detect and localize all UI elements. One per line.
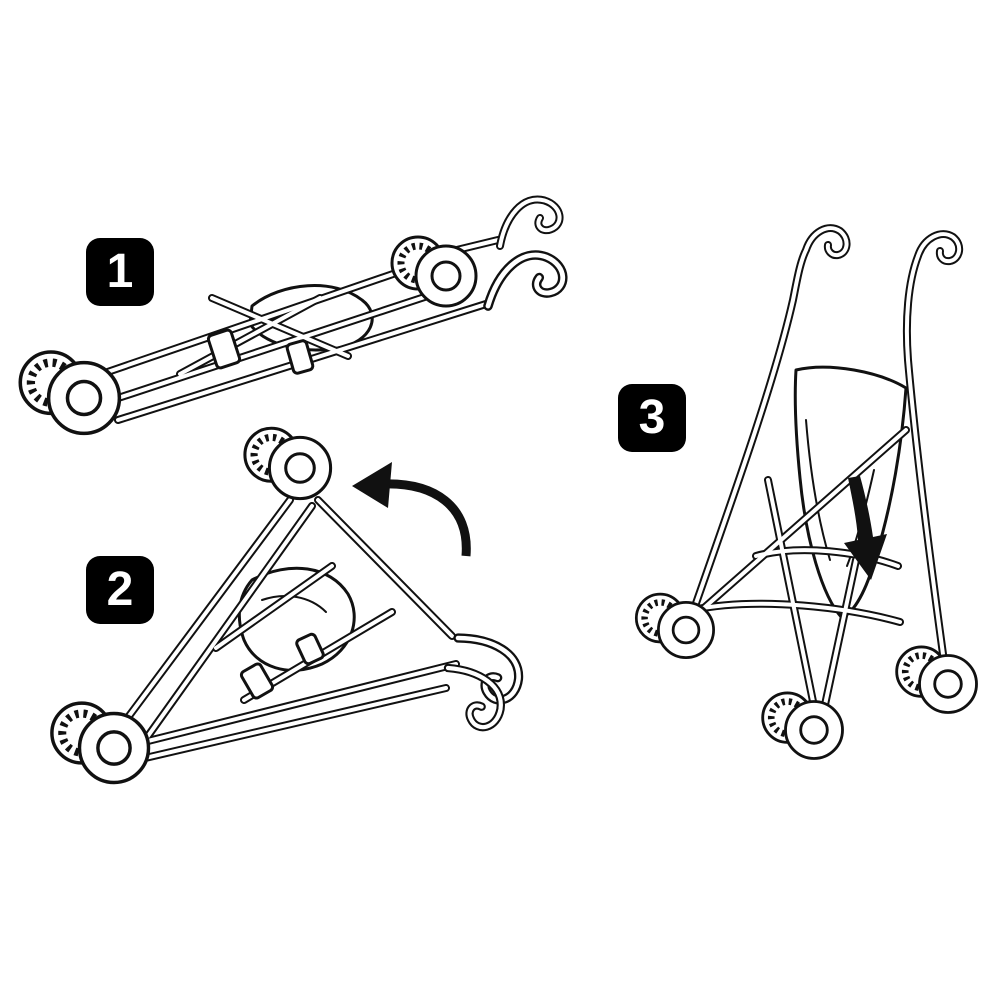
step-2-illustration: [52, 428, 524, 782]
frame-hinge: [206, 328, 242, 370]
lifted-wheel-pair: [245, 428, 331, 498]
press-down-arrow-icon: [844, 476, 887, 580]
frame-hinge: [295, 632, 325, 666]
step-3-badge: 3: [618, 384, 686, 452]
step-3-illustration: [636, 228, 976, 758]
handle-hooks: [487, 191, 570, 331]
right-wheel-pair: [897, 647, 977, 713]
frame-hinge: [239, 662, 275, 700]
step-1-number: 1: [106, 245, 134, 298]
curved-rotate-arrow-icon: [352, 462, 471, 557]
handle-hooks: [436, 636, 524, 730]
step-1-illustration: [20, 191, 569, 433]
rear-wheel-pair: [20, 352, 119, 433]
front-left-wheel-pair: [636, 594, 713, 657]
step-3-number: 3: [638, 391, 666, 444]
frame-hinge: [285, 339, 315, 375]
step-2-number: 2: [106, 563, 134, 616]
step-1-badge: 1: [86, 238, 154, 306]
center-wheel-pair: [763, 693, 843, 759]
step-2-badge: 2: [86, 556, 154, 624]
seat-fabric: [793, 365, 908, 620]
